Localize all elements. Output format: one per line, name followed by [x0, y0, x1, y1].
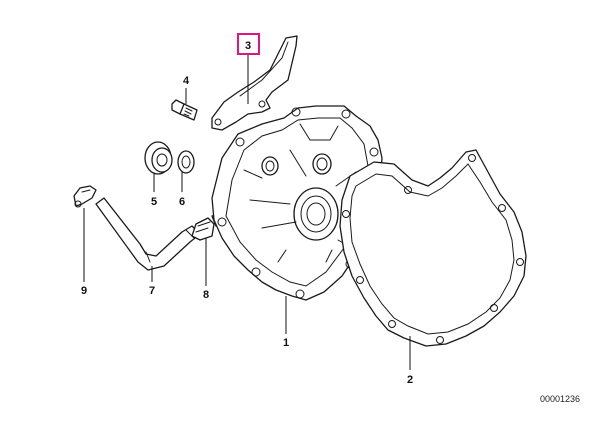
- callout-8[interactable]: 8: [203, 289, 209, 301]
- part-6-ring[interactable]: [177, 150, 195, 174]
- part-3-bracket[interactable]: [211, 35, 298, 131]
- callout-5[interactable]: 5: [151, 196, 157, 208]
- callout-9[interactable]: 9: [81, 285, 87, 297]
- part-7-hose[interactable]: [95, 197, 201, 271]
- diagram-reference-number: 00001236: [540, 394, 580, 404]
- callout-1[interactable]: 1: [283, 337, 289, 349]
- part-5-plug[interactable]: [144, 141, 173, 175]
- callout-3[interactable]: 3: [245, 40, 251, 52]
- callout-7[interactable]: 7: [149, 285, 155, 297]
- highlight-box-3: [237, 33, 260, 55]
- part-4-bolt[interactable]: [171, 99, 198, 121]
- leader-lines: [83, 54, 411, 370]
- callout-2[interactable]: 2: [407, 374, 413, 386]
- part-1-housing-cover[interactable]: [211, 105, 383, 301]
- callout-6[interactable]: 6: [179, 196, 185, 208]
- part-2-gasket[interactable]: [339, 149, 527, 347]
- part-9-clip[interactable]: [73, 185, 97, 208]
- callout-4[interactable]: 4: [183, 75, 190, 87]
